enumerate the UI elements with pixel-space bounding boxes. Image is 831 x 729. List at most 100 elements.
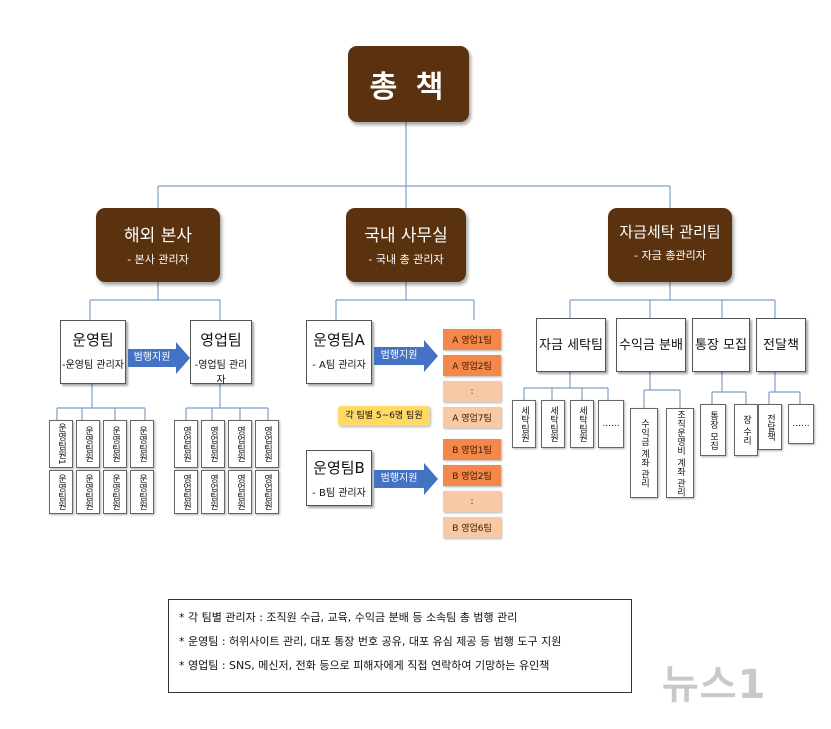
team-a-label: A 영업2팀 [452, 362, 492, 372]
sales-member: 영업팀원 [255, 470, 279, 514]
sales-member-label: 영업팀원 [235, 474, 245, 510]
ops-member: 운영팀원 [76, 470, 100, 514]
team-a-label: : [470, 386, 474, 397]
domestic-opsB-sub: - B팀 관리자 [312, 488, 366, 499]
team-size-note-text: 각 팀별 5~6명 팀원 [345, 411, 423, 421]
ops-member: 운영팀원 [103, 470, 127, 514]
sales-member-label: 영업팀원 [208, 426, 218, 462]
sales-member: 영업팀원 [174, 470, 198, 514]
courier-member: 전달책 [758, 404, 782, 450]
unit-account: 통장 모집 [692, 318, 750, 372]
courier-member-label: ...... [792, 419, 810, 429]
team-b-ellipsis: : [443, 491, 501, 512]
team-b-6: B 영업6팀 [443, 517, 501, 538]
courier-member-label: 전달책 [765, 413, 775, 441]
account-member-label: 통장 모집 [708, 410, 718, 450]
sales-member-label: 영업팀원 [181, 426, 191, 462]
domestic-opsA-title: 운영팀A [313, 331, 365, 349]
distribution-member: 조직운영비 계좌 관리 [666, 408, 694, 498]
note-line: * 운영팀 : 허위사이트 관리, 대포 통장 번호 공유, 대포 유심 제공 … [179, 635, 562, 648]
ops-member-label: 운영팀원 [110, 474, 120, 510]
domestic-b-arrow-head [424, 463, 438, 495]
branch-laundering-title: 자금세탁 관리팀 [619, 223, 721, 241]
ops-member: 운영팀원 [130, 470, 154, 514]
sales-member-label: 영업팀원 [235, 426, 245, 462]
overseas-sales-sub: -영업팀 관리자 [194, 360, 248, 386]
laundry-member: ...... [598, 400, 624, 448]
ops-member: 운영팀원 [130, 420, 154, 468]
overseas-support-arrow: 범행지원 [128, 342, 190, 374]
note-line: * 영업팀 : SNS, 메신저, 전화 등으로 피해자에게 직접 연락하여 기… [179, 659, 550, 672]
unit-laundry-label: 자금 세탁팀 [539, 338, 603, 353]
domestic-a-arrow-head [424, 340, 438, 372]
ops-member: 운영팀원 [49, 470, 73, 514]
branch-domestic-sub: - 국내 총 관리자 [368, 253, 444, 266]
sales-member-label: 영업팀원 [208, 474, 218, 510]
team-b-label: : [470, 496, 474, 507]
account-member: 통장 모집 [700, 404, 726, 456]
unit-courier-label: 전달책 [763, 338, 799, 353]
legend-notes: * 각 팀별 관리자 : 조직원 수급, 교육, 수익금 분배 등 소속팀 총 … [168, 599, 632, 693]
ops-member-label: 운영팀원 [83, 426, 93, 462]
ops-member-label: 운영팀원 [137, 474, 147, 510]
ops-member: 운영팀원 [103, 420, 127, 468]
overseas-ops-box: 운영팀 -운영팀 관리자 [60, 320, 126, 384]
branch-laundering: 자금세탁 관리팀 - 자금 총관리자 [608, 208, 732, 282]
sales-member-label: 영업팀원 [181, 474, 191, 510]
domestic-opsA-box: 운영팀A - A팀 관리자 [306, 320, 372, 384]
overseas-arrow-head [176, 342, 190, 374]
news1-watermark-logo: 뉴스1 [662, 652, 766, 710]
team-b-label: B 영업2팀 [452, 472, 492, 482]
distribution-member-label: 조직운영비 계좌 관리 [675, 409, 685, 497]
courier-member: ...... [788, 404, 814, 444]
laundry-member-label: 세탁팀원 [519, 406, 529, 442]
branch-laundering-sub: - 자금 총관리자 [634, 249, 706, 262]
laundry-member-label: 세탁팀원 [577, 406, 587, 442]
ops-member: 운영팀원1 [49, 420, 73, 468]
team-b-1: B 영업1팀 [443, 439, 501, 460]
laundry-member: 세탁팀원 [512, 400, 536, 448]
ops-member-label: 운영팀원 [110, 426, 120, 462]
laundry-member-label: 세탁팀원 [548, 406, 558, 442]
sales-member: 영업팀원 [201, 420, 225, 468]
team-b-2: B 영업2팀 [443, 465, 501, 486]
sales-member: 영업팀원 [201, 470, 225, 514]
team-b-label: B 영업1팀 [452, 446, 492, 456]
domestic-b-arrow-label: 범행지원 [374, 470, 424, 488]
root-node: 총 책 [348, 46, 469, 122]
ops-member-label: 운영팀원 [83, 474, 93, 510]
domestic-opsB-box: 운영팀B - B팀 관리자 [306, 450, 372, 506]
note-line: * 각 팀별 관리자 : 조직원 수급, 교육, 수익금 분배 등 소속팀 총 … [179, 611, 518, 624]
sales-member-label: 영업팀원 [262, 426, 272, 462]
team-a-ellipsis: : [443, 381, 501, 402]
team-a-2: A 영업2팀 [443, 355, 501, 376]
branch-domestic-title: 국내 사무실 [364, 226, 448, 246]
watermark-text: 뉴스1 [662, 662, 767, 708]
ops-member-label: 운영팀원 [56, 474, 66, 510]
laundry-member: 세탁팀원 [541, 400, 565, 448]
sales-member: 영업팀원 [174, 420, 198, 468]
domestic-a-support-arrow: 범행지원 [374, 340, 438, 372]
unit-distribution: 수익금 분배 [616, 318, 686, 372]
domestic-opsA-sub: - A팀 관리자 [312, 360, 366, 371]
ops-member: 운영팀원 [76, 420, 100, 468]
team-b-label: B 영업6팀 [452, 524, 492, 534]
team-size-note: 각 팀별 5~6명 팀원 [338, 406, 430, 426]
root-label: 총 책 [369, 70, 448, 105]
unit-courier: 전달책 [756, 318, 806, 372]
branch-overseas-title: 해외 본사 [124, 226, 192, 246]
team-a-1: A 영업1팀 [443, 329, 501, 350]
sales-member-label: 영업팀원 [262, 474, 272, 510]
sales-member: 영업팀원 [255, 420, 279, 468]
domestic-opsB-title: 운영팀B [313, 459, 365, 477]
team-a-7: A 영업7팀 [443, 407, 501, 428]
laundry-member-label: ...... [602, 419, 620, 429]
team-a-label: A 영업7팀 [452, 414, 492, 424]
account-member: 장 수리 [734, 404, 758, 456]
team-a-label: A 영업1팀 [452, 336, 492, 346]
branch-overseas: 해외 본사 - 본사 관리자 [96, 208, 220, 282]
distribution-member: 수익금 계좌 관리 [630, 408, 658, 498]
domestic-a-arrow-label: 범행지원 [374, 347, 424, 365]
